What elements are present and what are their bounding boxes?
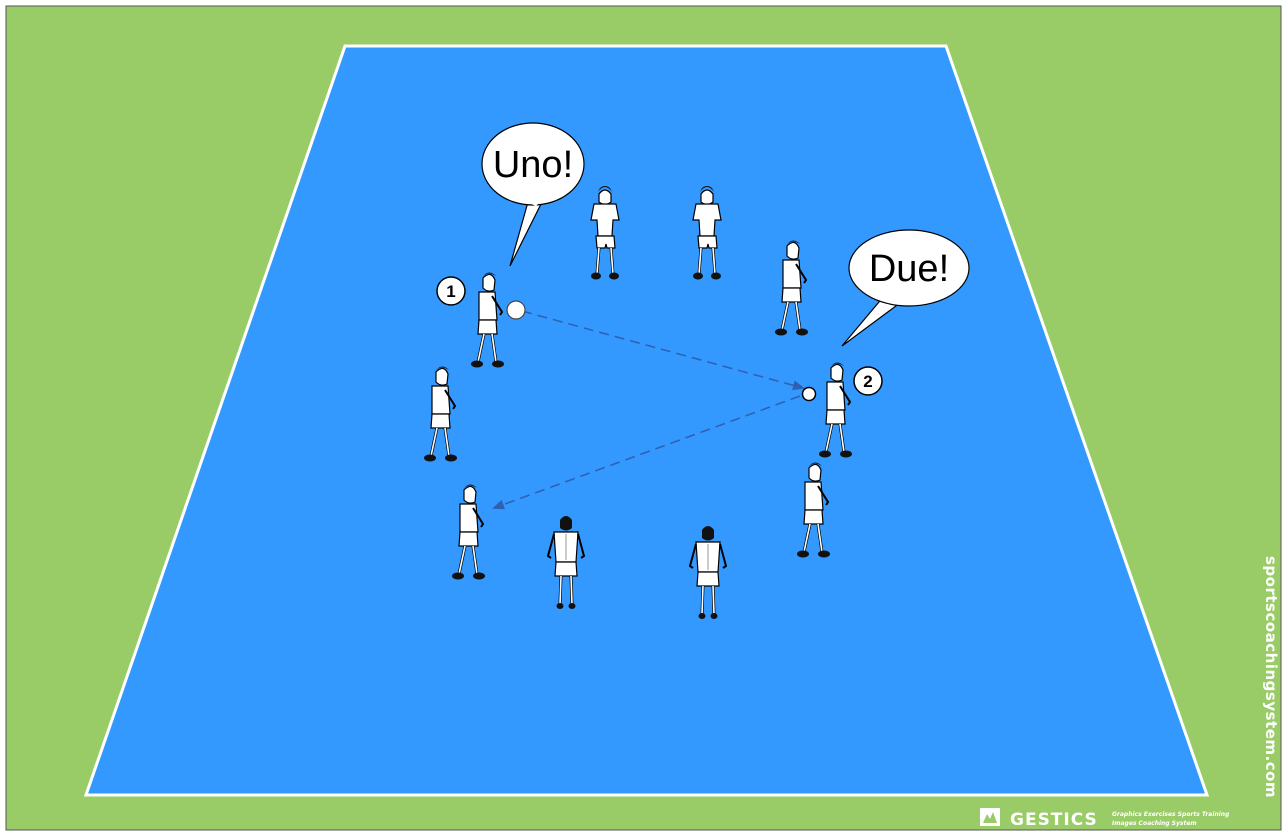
marker-2-label: 2 [863, 372, 872, 391]
callout-uno: Uno! [493, 144, 573, 186]
watermark-text: sportscoachingsystem.com [1262, 556, 1280, 798]
ball-icon [507, 301, 525, 319]
brand-tagline-2: Images Coaching System [1112, 820, 1197, 827]
marker-1: 1 [437, 277, 465, 305]
gestics-logo-icon [980, 808, 1000, 826]
ball-icon [803, 388, 816, 401]
brand-name: GESTICS [1010, 810, 1098, 830]
brand-tagline-1: Graphics Exercises Sports Training [1112, 811, 1230, 818]
callout-due: Due! [869, 248, 949, 290]
marker-2: 2 [854, 367, 882, 395]
marker-1-label: 1 [446, 282, 455, 301]
